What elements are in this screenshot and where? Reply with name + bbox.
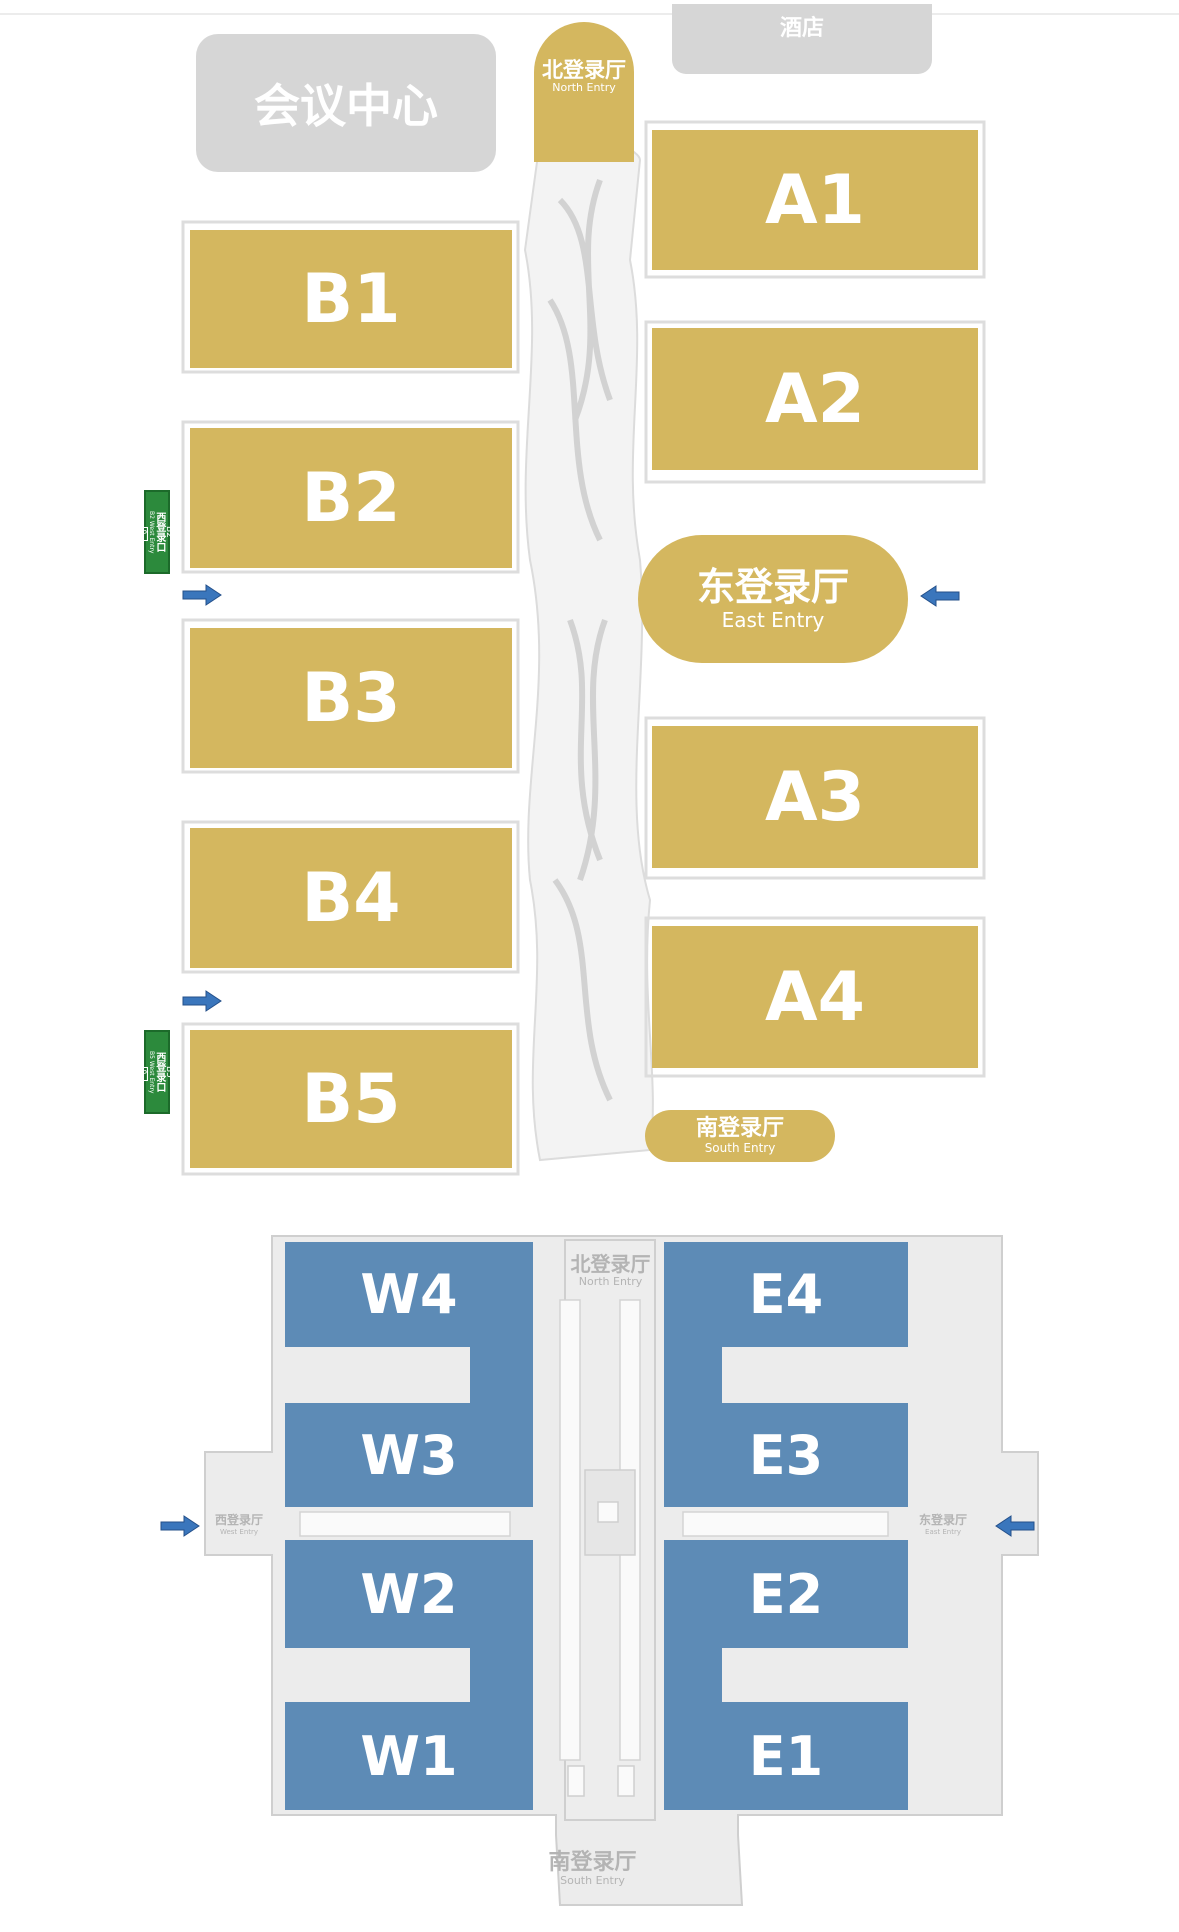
west-sign-b2-code: B2 — [163, 526, 174, 538]
entry-arrow-icon — [160, 1515, 200, 1537]
hotel: 酒店 — [672, 4, 932, 74]
hall-e2[interactable]: E2 — [664, 1540, 908, 1648]
hall-e4-e3-connector — [664, 1347, 722, 1403]
hall-b1[interactable]: B1 — [190, 230, 512, 368]
bottom-north-entry-label-en: North Entry — [578, 1275, 643, 1289]
hall-e1[interactable]: E1 — [664, 1702, 908, 1810]
west-sign-b2-label: 西登录口 — [153, 512, 165, 552]
west-sign-b5-label: 西登录口 — [153, 1052, 165, 1092]
west-sign-b5-code: B5 — [163, 1066, 174, 1078]
bottom-west-entry[interactable]: 西登录厅 West Entry — [208, 1508, 270, 1542]
north-entry-label: 北登录厅 — [542, 58, 626, 82]
parking-icon: P — [141, 1066, 148, 1081]
conference-center: 会议中心 — [196, 34, 496, 172]
west-sign-b2-label-en: B2 West Entry — [147, 510, 155, 554]
bottom-west-entry-label-en: West Entry — [219, 1527, 259, 1536]
hall-a4[interactable]: A4 — [652, 926, 978, 1068]
bottom-north-entry[interactable]: 北登录厅 North Entry — [548, 1246, 673, 1296]
west-sign-b5: B5 西登录口 B5 West Entry P — [141, 1030, 174, 1114]
parking-icon: P — [141, 526, 148, 541]
hall-a1[interactable]: A1 — [652, 130, 978, 270]
bottom-east-entry-label-en: East Entry — [925, 1527, 961, 1536]
bottom-south-entry-label-en: South Entry — [560, 1874, 625, 1888]
entry-arrow-icon — [920, 585, 960, 607]
hall-a3[interactable]: A3 — [652, 726, 978, 868]
hall-e2-e1-connector — [664, 1648, 722, 1702]
hall-w4[interactable]: W4 — [285, 1242, 533, 1347]
south-entry-label-en: South Entry — [704, 1140, 776, 1155]
bottom-east-entry[interactable]: 东登录厅 East Entry — [912, 1508, 974, 1542]
north-entry-hall[interactable]: 北登录厅 North Entry — [534, 22, 634, 162]
entry-arrow-icon — [995, 1515, 1035, 1537]
hall-w1[interactable]: W1 — [285, 1702, 533, 1810]
hall-b2[interactable]: B2 — [190, 428, 512, 568]
bottom-east-entry-label: 东登录厅 — [918, 1513, 967, 1528]
hall-b3[interactable]: B3 — [190, 628, 512, 768]
hall-w3[interactable]: W3 — [285, 1403, 533, 1507]
west-sign-b5-label-en: B5 West Entry — [147, 1050, 155, 1094]
hall-w2[interactable]: W2 — [285, 1540, 533, 1648]
bottom-south-entry[interactable]: 南登录厅 South Entry — [530, 1842, 655, 1896]
bottom-west-entry-label: 西登录厅 — [214, 1513, 263, 1528]
bottom-north-entry-label: 北登录厅 — [570, 1252, 651, 1277]
south-entry-hall[interactable]: 南登录厅 South Entry — [645, 1110, 835, 1162]
hall-w2-w1-connector — [470, 1648, 533, 1702]
hall-e4[interactable]: E4 — [664, 1242, 908, 1347]
hall-w4-w3-connector — [470, 1347, 533, 1403]
hall-e3[interactable]: E3 — [664, 1403, 908, 1507]
bottom-south-entry-label: 南登录厅 — [548, 1850, 637, 1876]
hall-b4[interactable]: B4 — [190, 828, 512, 968]
hall-a2[interactable]: A2 — [652, 328, 978, 470]
east-entry-label-en: East Entry — [721, 608, 825, 633]
entry-arrow-icon — [182, 990, 222, 1012]
south-entry-label: 南登录厅 — [695, 1116, 784, 1142]
east-entry-hall[interactable]: 东登录厅 East Entry — [638, 535, 908, 663]
hall-b5[interactable]: B5 — [190, 1030, 512, 1168]
entry-arrow-icon — [182, 584, 222, 606]
north-entry-label-en: North Entry — [552, 81, 616, 95]
west-sign-b2: B2 西登录口 B2 West Entry P — [141, 490, 174, 574]
east-entry-label: 东登录厅 — [696, 564, 849, 609]
